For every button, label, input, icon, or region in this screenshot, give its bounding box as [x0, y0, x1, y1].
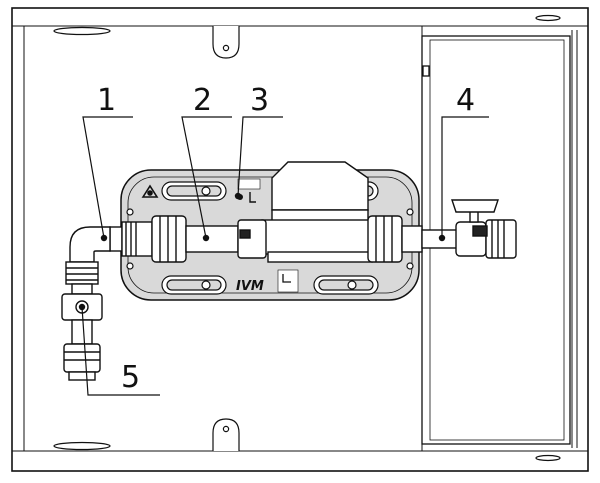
main-pipe — [109, 215, 465, 263]
callout-3: 3 — [250, 83, 269, 118]
inlet-elbow-assembly — [61, 226, 111, 381]
mounting-tabs — [212, 26, 240, 451]
recycle-icon — [141, 184, 159, 198]
callout-points — [78, 192, 446, 311]
ball-valve — [451, 199, 517, 259]
plate-marking: IVM — [236, 279, 264, 294]
water-meter — [261, 161, 379, 263]
plate-stamp-bottom: IVM — [236, 269, 299, 294]
callout-4: 4 — [456, 83, 475, 118]
cabinet-slots — [53, 14, 561, 462]
callout-1: 1 — [97, 83, 116, 118]
callout-5: 5 — [121, 360, 140, 395]
callout-2: 2 — [193, 83, 212, 118]
callout-leaders — [81, 116, 489, 396]
